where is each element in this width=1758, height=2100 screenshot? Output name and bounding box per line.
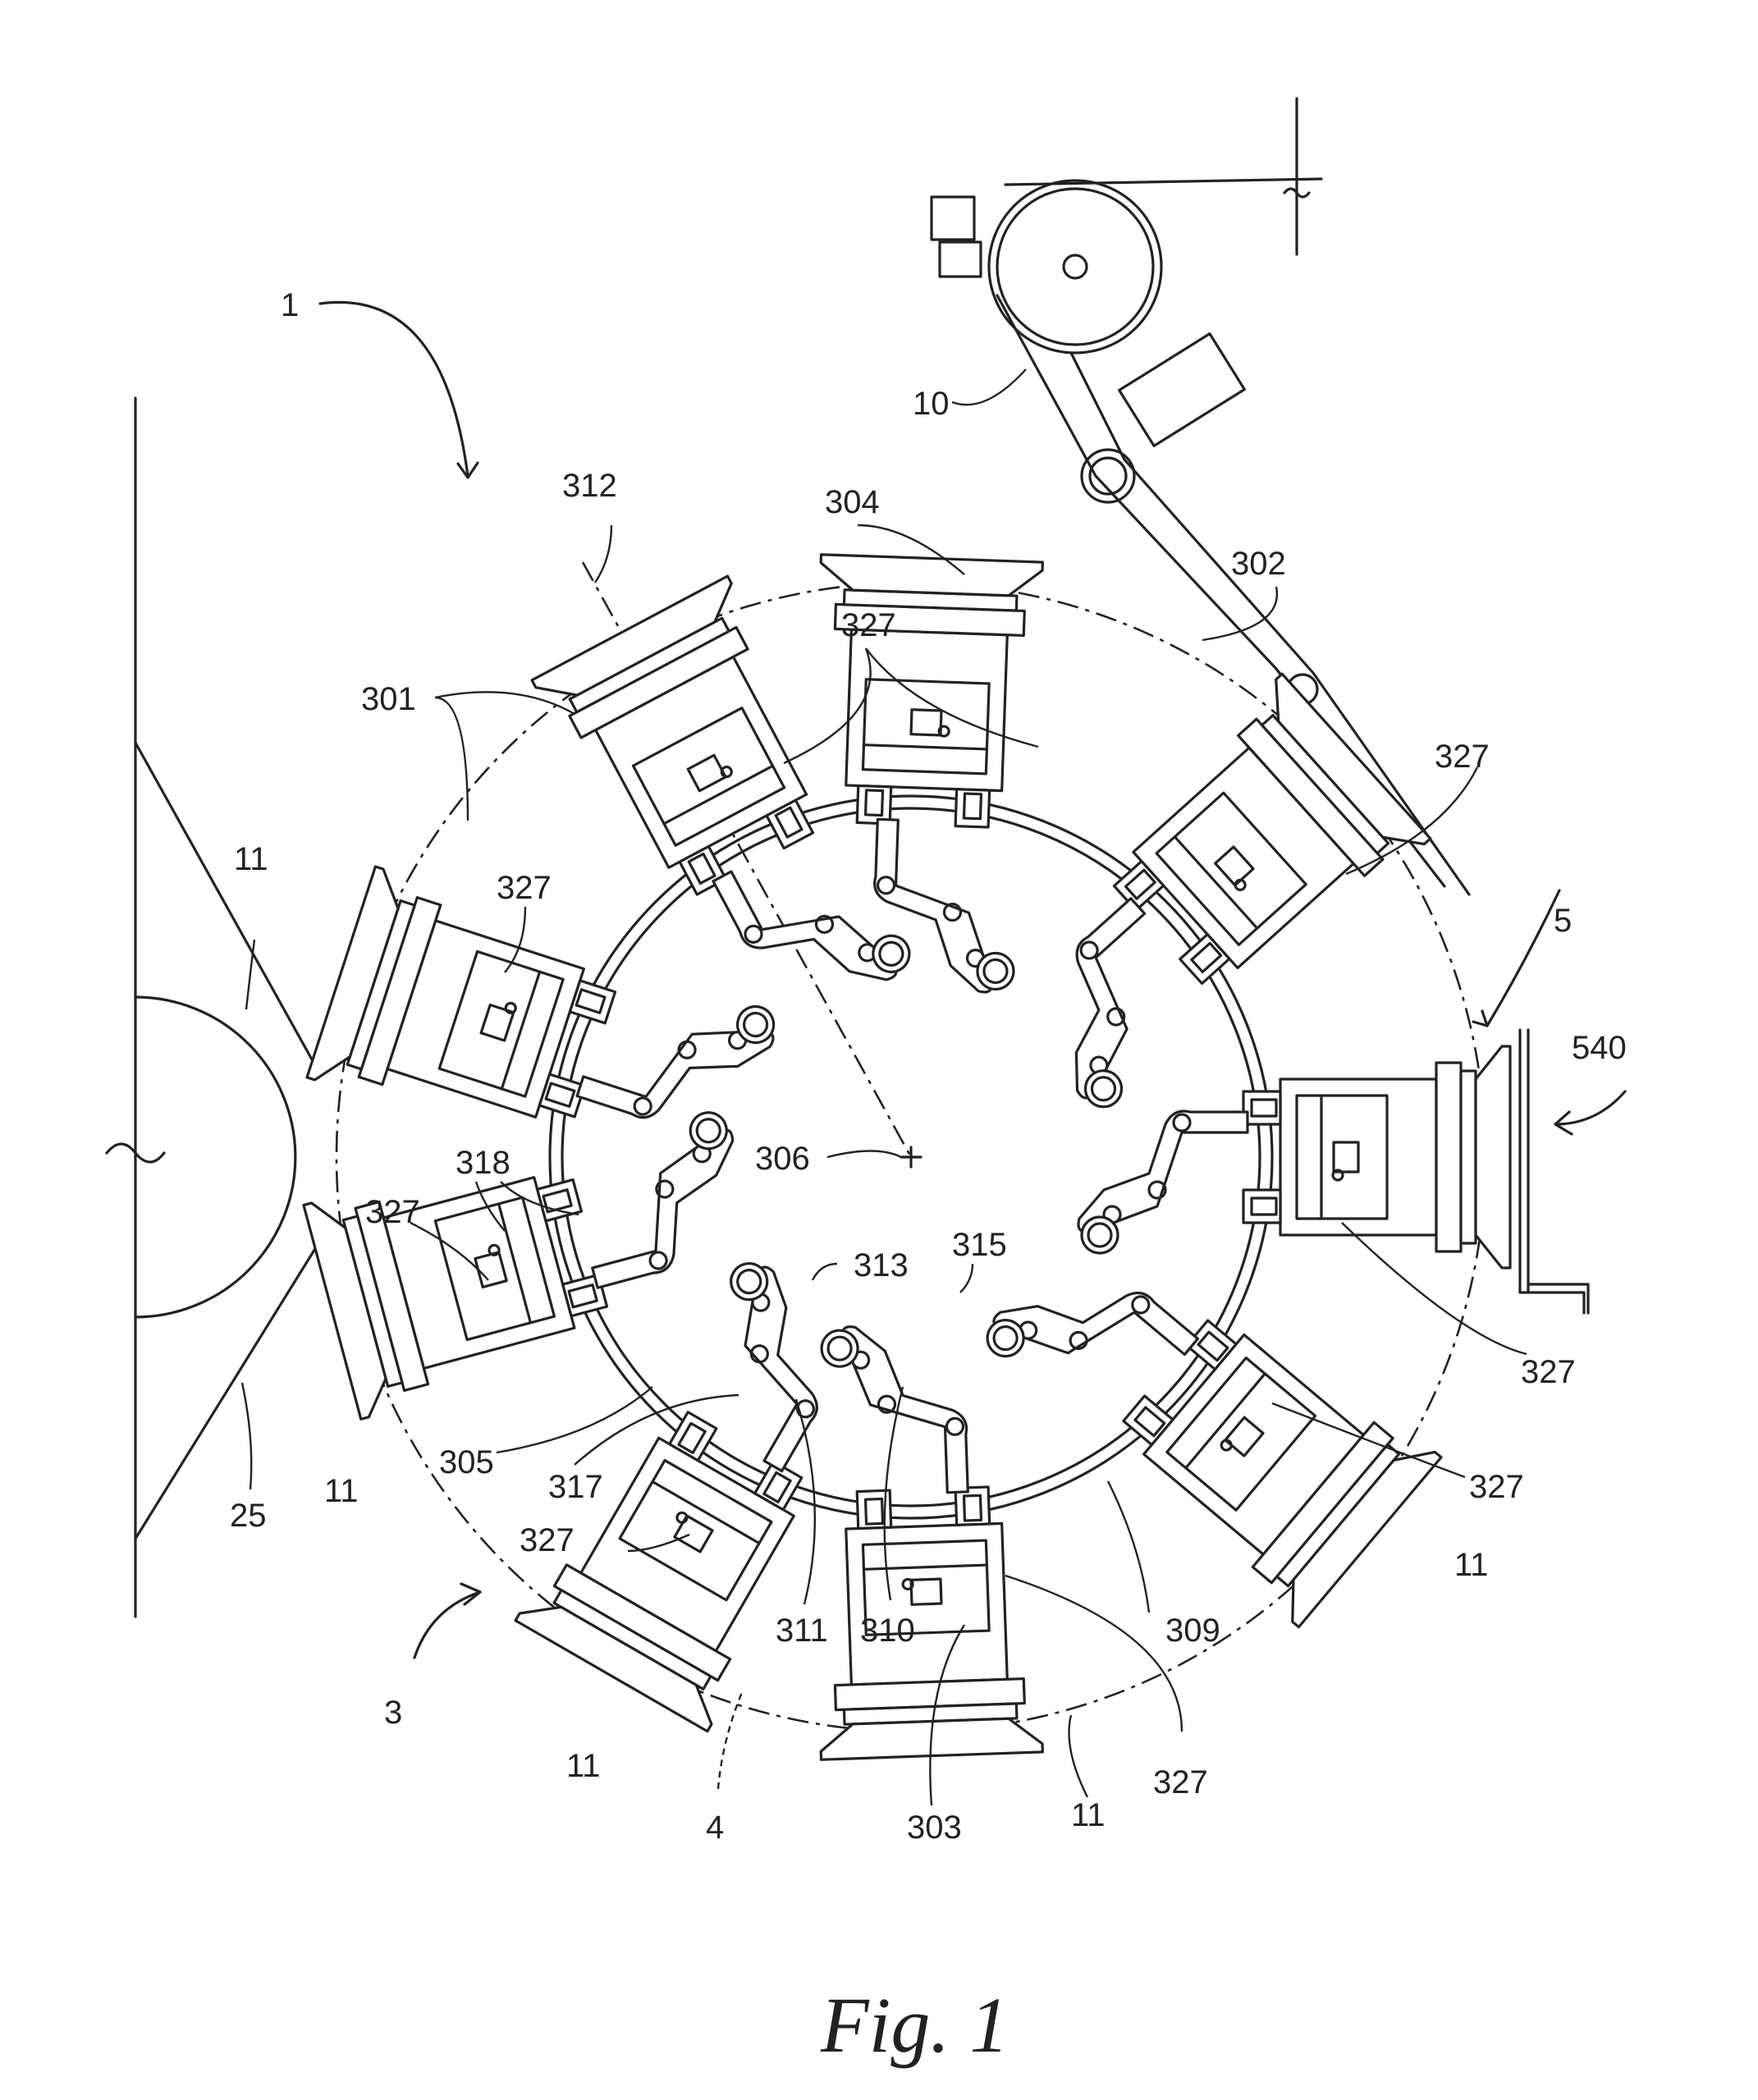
- transfer-head: [1084, 674, 1431, 1017]
- label-327-upper-left: 327: [497, 870, 552, 906]
- label-301: 301: [361, 681, 416, 717]
- transfer-head: [1243, 1046, 1510, 1268]
- label-11-left: 11: [234, 841, 268, 877]
- label-540: 540: [1572, 1030, 1627, 1066]
- label-312: 312: [562, 468, 617, 504]
- vacuum-pad: [1476, 1046, 1510, 1268]
- label-304: 304: [825, 484, 880, 520]
- transfer-head: [307, 867, 629, 1160]
- label-327-upper-right: 327: [1435, 739, 1490, 775]
- cam-follower: [977, 953, 1014, 991]
- label-318: 318: [456, 1145, 510, 1181]
- transfer-head: [812, 555, 1042, 829]
- label-305: 305: [439, 1444, 494, 1480]
- label-3: 3: [384, 1695, 402, 1731]
- label-11-bottom-left: 11: [566, 1748, 601, 1784]
- label-25: 25: [230, 1498, 267, 1534]
- label-317: 317: [548, 1469, 603, 1505]
- label-4: 4: [706, 1809, 724, 1846]
- transfer-head: [812, 1485, 1042, 1759]
- label-309: 309: [1165, 1613, 1220, 1649]
- cam-link: [1078, 1111, 1248, 1253]
- label-11-bottom: 11: [1071, 1797, 1106, 1833]
- figure-caption: Fig. 1: [820, 1981, 1009, 2069]
- label-327-top: 327: [841, 607, 896, 643]
- cam-follower: [821, 1329, 858, 1367]
- label-306: 306: [755, 1141, 810, 1177]
- label-327-right: 327: [1521, 1354, 1576, 1390]
- label-315: 315: [952, 1227, 1007, 1263]
- label-327-lower-left: 327: [520, 1522, 575, 1558]
- label-327-left: 327: [365, 1194, 420, 1230]
- label-303: 303: [907, 1809, 962, 1846]
- cam-link: [561, 1108, 762, 1288]
- rotation-axis-mark: [901, 1147, 921, 1167]
- label-5: 5: [1554, 903, 1572, 939]
- transfer-head: [532, 576, 853, 916]
- cam-link: [821, 1323, 968, 1497]
- label-11-lower-left: 11: [324, 1473, 359, 1509]
- label-327-bottom: 327: [1153, 1764, 1208, 1800]
- label-1: 1: [281, 287, 299, 323]
- vacuum-pad: [820, 555, 1042, 597]
- label-327-lower-right: 327: [1469, 1469, 1524, 1505]
- web-supply-assembly: [932, 98, 1469, 894]
- anvil-drum-assembly: [107, 398, 316, 1617]
- transfer-head: [1094, 1286, 1441, 1627]
- label-310: 310: [860, 1613, 915, 1649]
- label-313: 313: [854, 1247, 909, 1283]
- label-302: 302: [1231, 546, 1286, 582]
- label-311: 311: [776, 1613, 828, 1649]
- label-11-right: 11: [1454, 1547, 1489, 1583]
- label-10: 10: [913, 386, 950, 422]
